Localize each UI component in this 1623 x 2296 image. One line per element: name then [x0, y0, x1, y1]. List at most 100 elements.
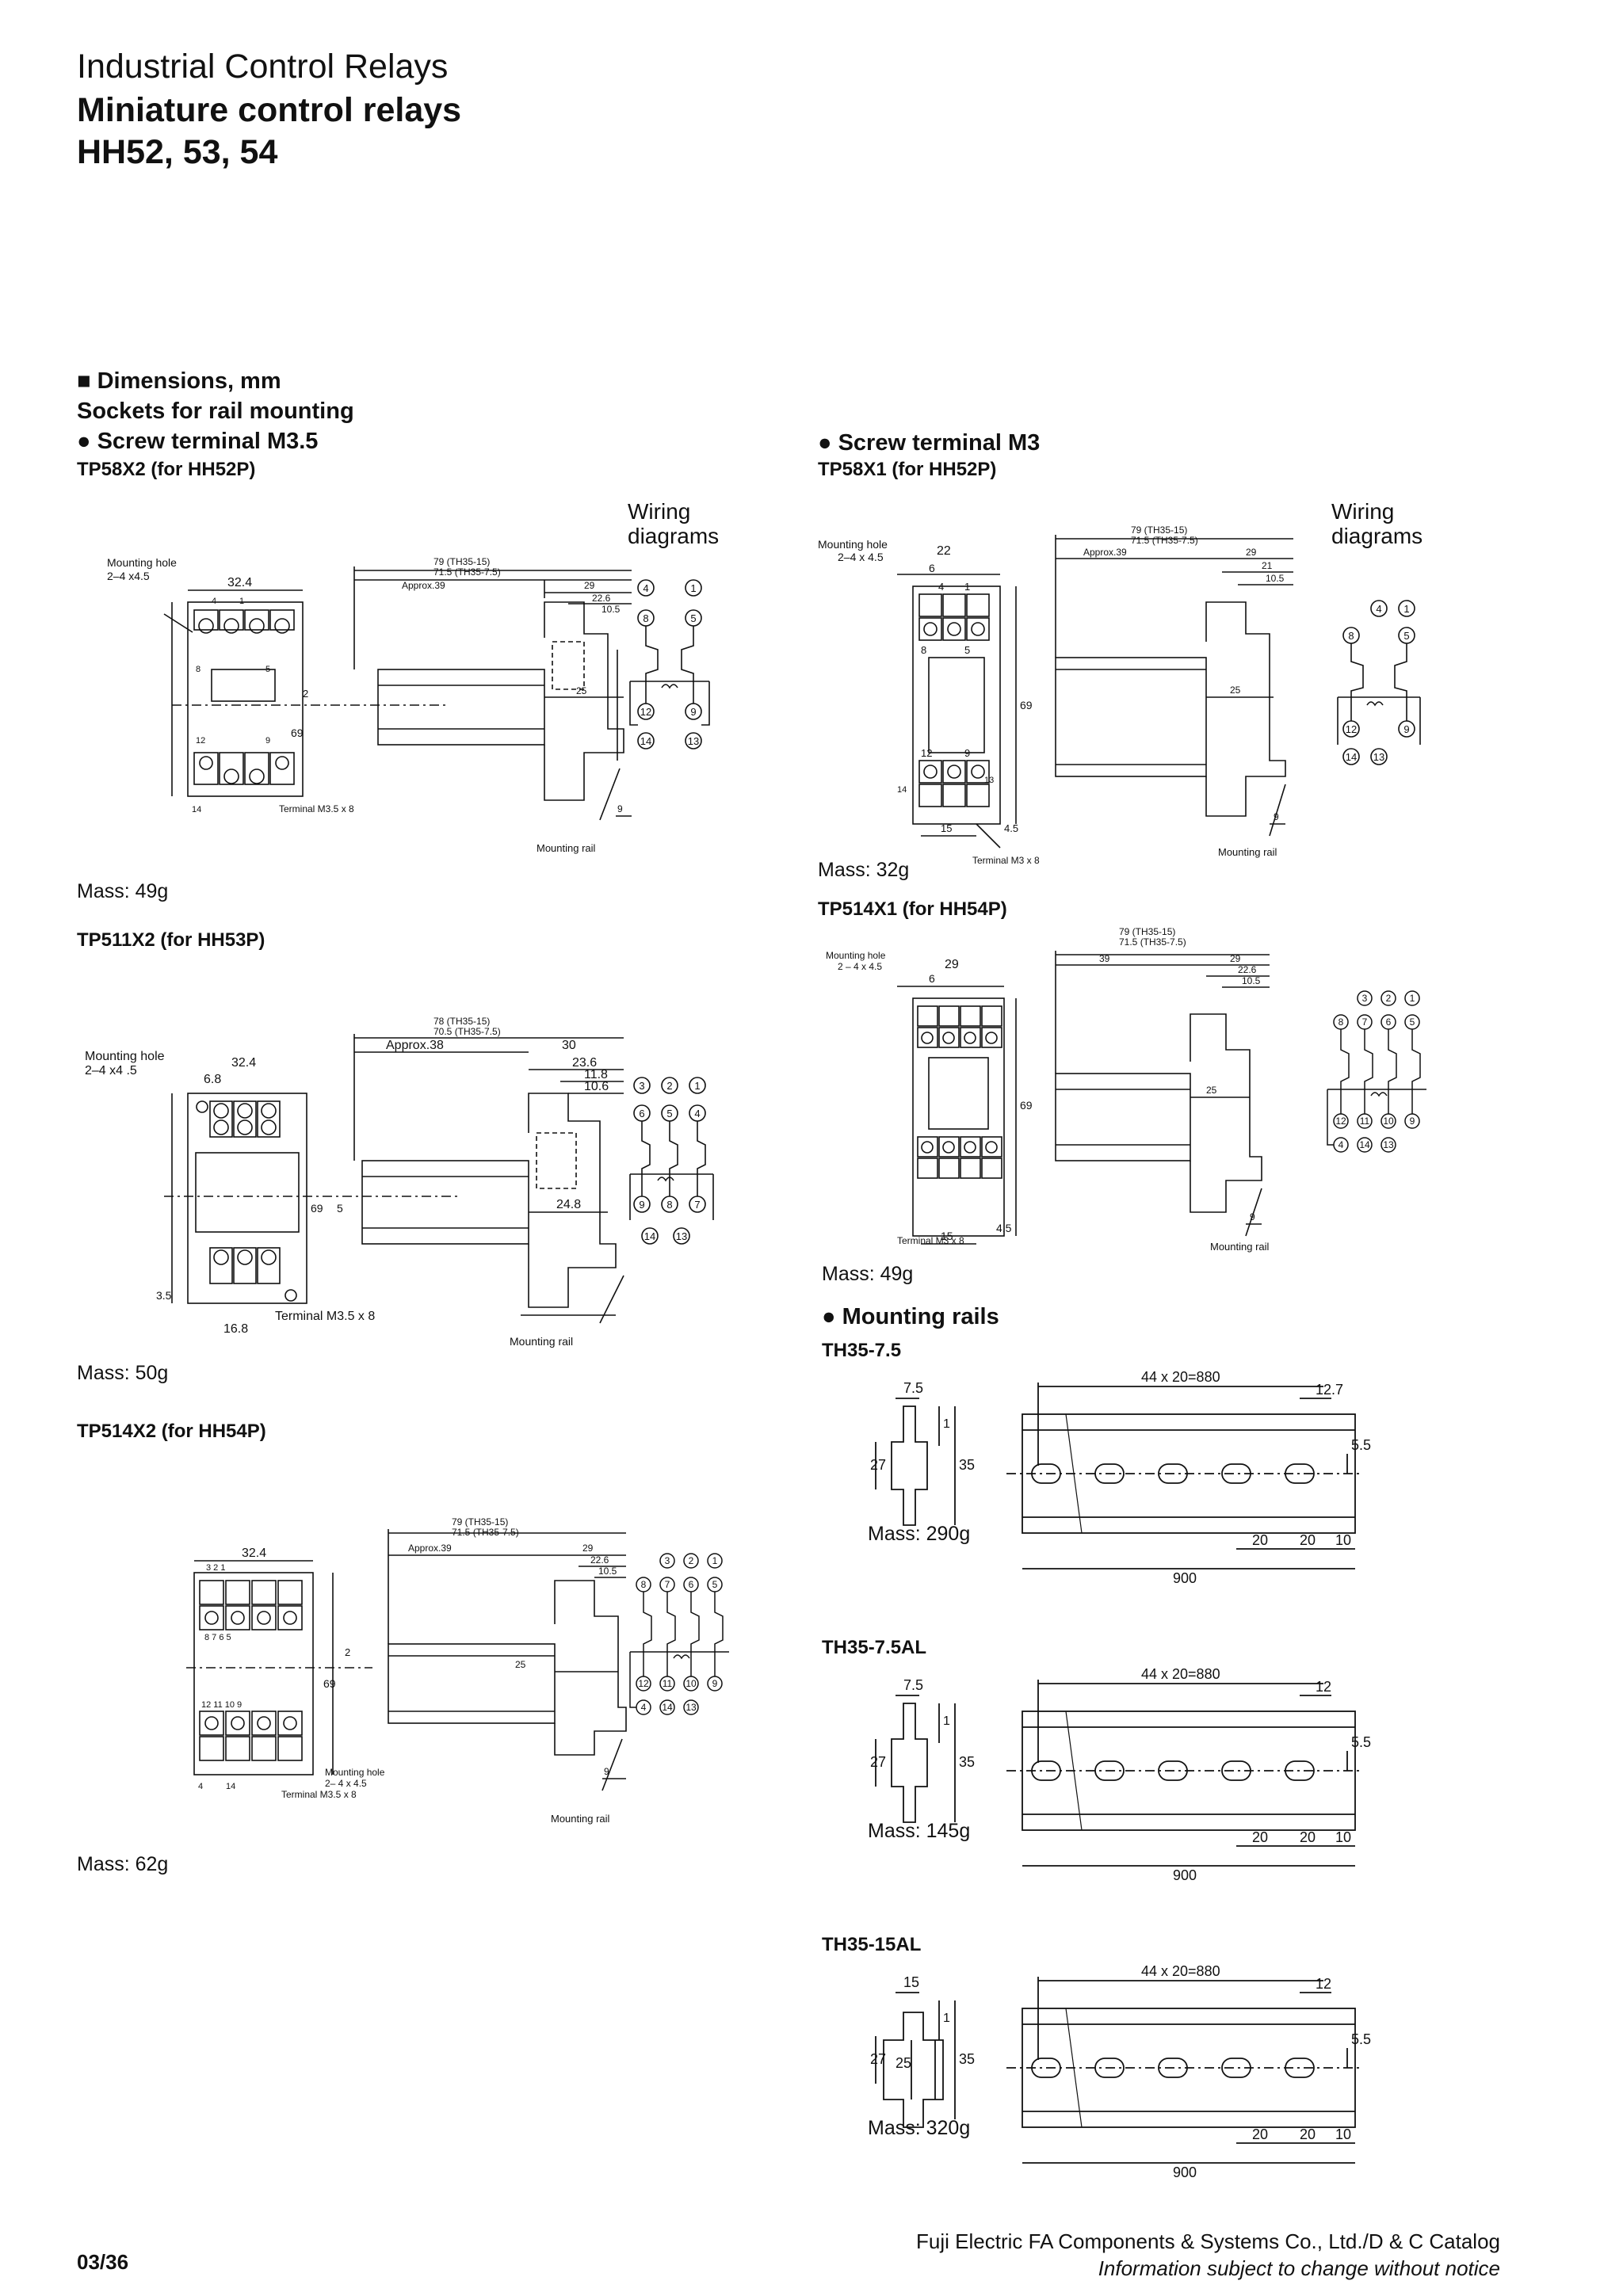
pin-label: 4 [1376, 603, 1381, 615]
pin-label: 7 [694, 1199, 700, 1211]
dim-top2: 71.5 (TH35-7.5) [452, 1527, 519, 1538]
rail-dim-label: 900 [1173, 1867, 1197, 1883]
pin-label: 5 [666, 1108, 672, 1119]
pin-label: 13 [685, 1702, 697, 1713]
dim-approx: Approx.39 [408, 1543, 452, 1554]
rail-dim-label: 44 x 20=880 [1141, 1963, 1220, 1979]
wiring-diagram-8pin-r: 4 1 8 5 12 9 14 13 [1337, 600, 1421, 765]
rail-dim-label: 5.5 [1351, 1734, 1371, 1750]
rail-dim-label: 1 [943, 2012, 950, 2025]
rail-title: TH35-7.5AL [822, 1637, 927, 1658]
rail-dim-label: 900 [1173, 1570, 1197, 1586]
pin-label: 5 [964, 644, 970, 656]
rail-title: TH35-15AL [822, 1934, 922, 1955]
dim-25: 25 [515, 1659, 526, 1670]
mounting-hole-label: Mounting hole [818, 538, 888, 551]
rail-dim-label: 20 [1300, 1829, 1316, 1845]
dim-25: 25 [576, 685, 587, 696]
pin-label: 14 [644, 1230, 655, 1242]
mounting-hole-size: 2–4 x4 .5 [85, 1064, 137, 1077]
terminal-label: Terminal M3 x 8 [897, 1235, 964, 1246]
part-tp58x1-title: TP58X1 (for HH52P) [818, 459, 997, 480]
rail-dim-label: 12.7 [1316, 1382, 1343, 1398]
rail-dim-label: 10 [1335, 2126, 1351, 2142]
dim-69: 69 [323, 1677, 336, 1690]
pin-label: 1 [964, 581, 970, 593]
mounting-hole-label: Mounting hole [325, 1767, 385, 1778]
tp514x2-mass: Mass: 62g [77, 1853, 169, 1875]
wiring-diagram-14pin-a: 3 2 1 8 7 6 5 12 11 10 9 4 14 13 [629, 1553, 729, 1715]
terminal-label: Terminal M3.5 x 8 [275, 1310, 375, 1323]
pin-label: 11 [663, 1678, 673, 1689]
footer-company: Fuji Electric FA Components & Systems Co… [916, 2229, 1500, 2253]
pin-label: 7 [665, 1579, 670, 1590]
rail-dim-label: 20 [1252, 1532, 1268, 1548]
dim-29: 29 [582, 1543, 594, 1554]
dim-2: 2 [303, 688, 308, 700]
pin-label: 10 [1383, 1116, 1394, 1127]
dim-width: 32.4 [227, 576, 252, 589]
rail-dim-label: 900 [1173, 2164, 1197, 2180]
dim-9: 9 [604, 1766, 609, 1777]
rail-dim-label: 1 [943, 1714, 950, 1728]
pin-label: 7 [1362, 1016, 1368, 1028]
dim-69: 69 [291, 727, 304, 739]
dim-approx: Approx.39 [1083, 547, 1127, 558]
rail-mass: Mass: 145g [868, 1820, 971, 1842]
rail-dim-label: 44 x 20=880 [1141, 1666, 1220, 1682]
pin-label: 4 [938, 581, 944, 593]
rail-dim-label: 15 [903, 1974, 919, 1990]
mounting-rail-label: Mounting rail [537, 842, 596, 854]
dim-24-8: 24.8 [556, 1198, 581, 1211]
dim-22: 22.6 [592, 593, 611, 604]
rail-dim-label: 44 x 20=880 [1141, 1369, 1220, 1385]
section-title: ■ Dimensions, mm [77, 368, 281, 394]
pin-label: 8 [641, 1579, 647, 1590]
part-tp514x1-title: TP514X1 (for HH54P) [818, 898, 1007, 920]
pin-label: 14 [897, 785, 907, 795]
tp58x2-drawing: Mounting hole 2–4 x4.5 32.4 4 1 8 5 12 9… [107, 556, 632, 854]
footer-notice: Information subject to change without no… [1098, 2256, 1500, 2280]
pin-label: 14 [1346, 751, 1357, 763]
dim-4-5: 4.5 [996, 1222, 1012, 1234]
pin-label: 8 [1338, 1016, 1344, 1028]
wiring-diagram-8pin: 4 1 8 5 12 9 14 13 [629, 579, 710, 749]
pin-label: 14 [640, 735, 651, 747]
pin-label: 1 [690, 582, 696, 594]
mounting-hole-label: Mounting hole [107, 556, 177, 569]
pin-label: 6 [1386, 1016, 1392, 1028]
dim-29: 29 [1246, 547, 1257, 558]
rail-mass: Mass: 290g [868, 1523, 971, 1545]
mounting-hole-size: 2 – 4 x 4.5 [838, 961, 882, 972]
dim-10: 10.5 [598, 1566, 617, 1577]
dim-69: 69 [311, 1202, 323, 1215]
pin-label: 3 [665, 1555, 670, 1566]
rail-dim-label: 25 [896, 2055, 911, 2071]
tp58x1-drawing: Mounting hole 2–4 x 4.5 22 6 4 1 8 5 12 … [818, 524, 1293, 866]
dim-9: 9 [1274, 811, 1279, 822]
rail-dim-label: 7.5 [903, 1380, 923, 1396]
terminal-label: Terminal M3 x 8 [972, 855, 1040, 866]
mounting-hole-size: 2–4 x 4.5 [838, 551, 884, 563]
rail-dim-label: 1 [943, 1417, 950, 1431]
pin-label: 1 [1410, 993, 1415, 1004]
pin-label: 6 [639, 1108, 644, 1119]
part-tp514x2-title: TP514X2 (for HH54P) [77, 1421, 266, 1442]
dim-top2: 71.5 (TH35-7.5) [1119, 936, 1186, 948]
dim-top2: 71.5 (TH35-7.5) [1131, 535, 1198, 546]
pin-label: 8 [196, 665, 200, 674]
rail-mass: Mass: 320g [868, 2117, 971, 2139]
rail-dim-label: 12 [1316, 1679, 1331, 1695]
pin-label: 13 [1373, 751, 1384, 763]
pin-label: 11 [1360, 1116, 1370, 1127]
pin-label: 8 [1348, 630, 1354, 642]
dim-22: 22.6 [590, 1554, 609, 1566]
bullet-screw-terminal-m3: ● Screw terminal M3 [818, 430, 1041, 456]
dim-29-side: 29 [1230, 953, 1241, 964]
rail-dim-label: 35 [959, 2051, 975, 2067]
pin-label: 6 [689, 1579, 694, 1590]
tp514x1-mass: Mass: 49g [822, 1263, 914, 1285]
pin-label: 1 [694, 1080, 700, 1092]
pin-label: 5 [1403, 630, 1409, 642]
